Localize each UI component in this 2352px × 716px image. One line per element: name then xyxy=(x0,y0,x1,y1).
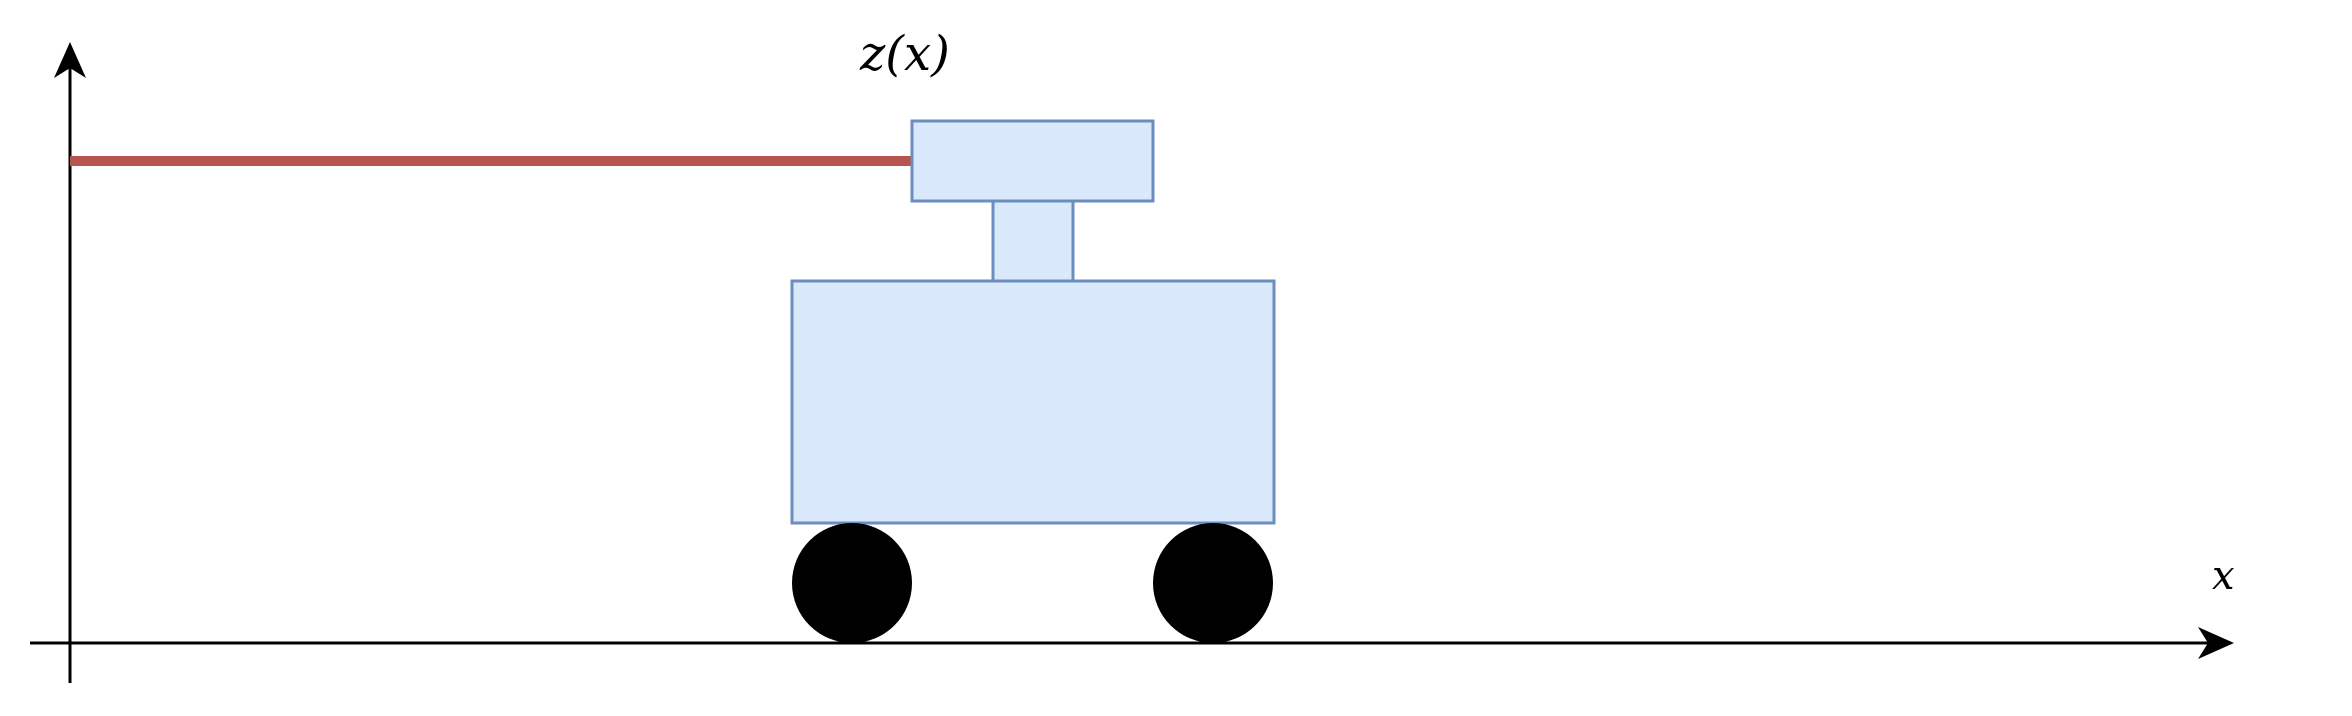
cart-body xyxy=(790,279,1276,525)
left-wheel xyxy=(792,523,912,643)
x-axis-arrowhead xyxy=(2198,627,2234,659)
y-axis-arrowhead xyxy=(54,42,86,78)
x-axis-label: x xyxy=(2212,553,2235,599)
right-wheel xyxy=(1153,523,1273,643)
z-of-x-label: z(x) xyxy=(860,26,950,82)
top-block xyxy=(910,119,1155,203)
neck-block xyxy=(991,199,1075,283)
